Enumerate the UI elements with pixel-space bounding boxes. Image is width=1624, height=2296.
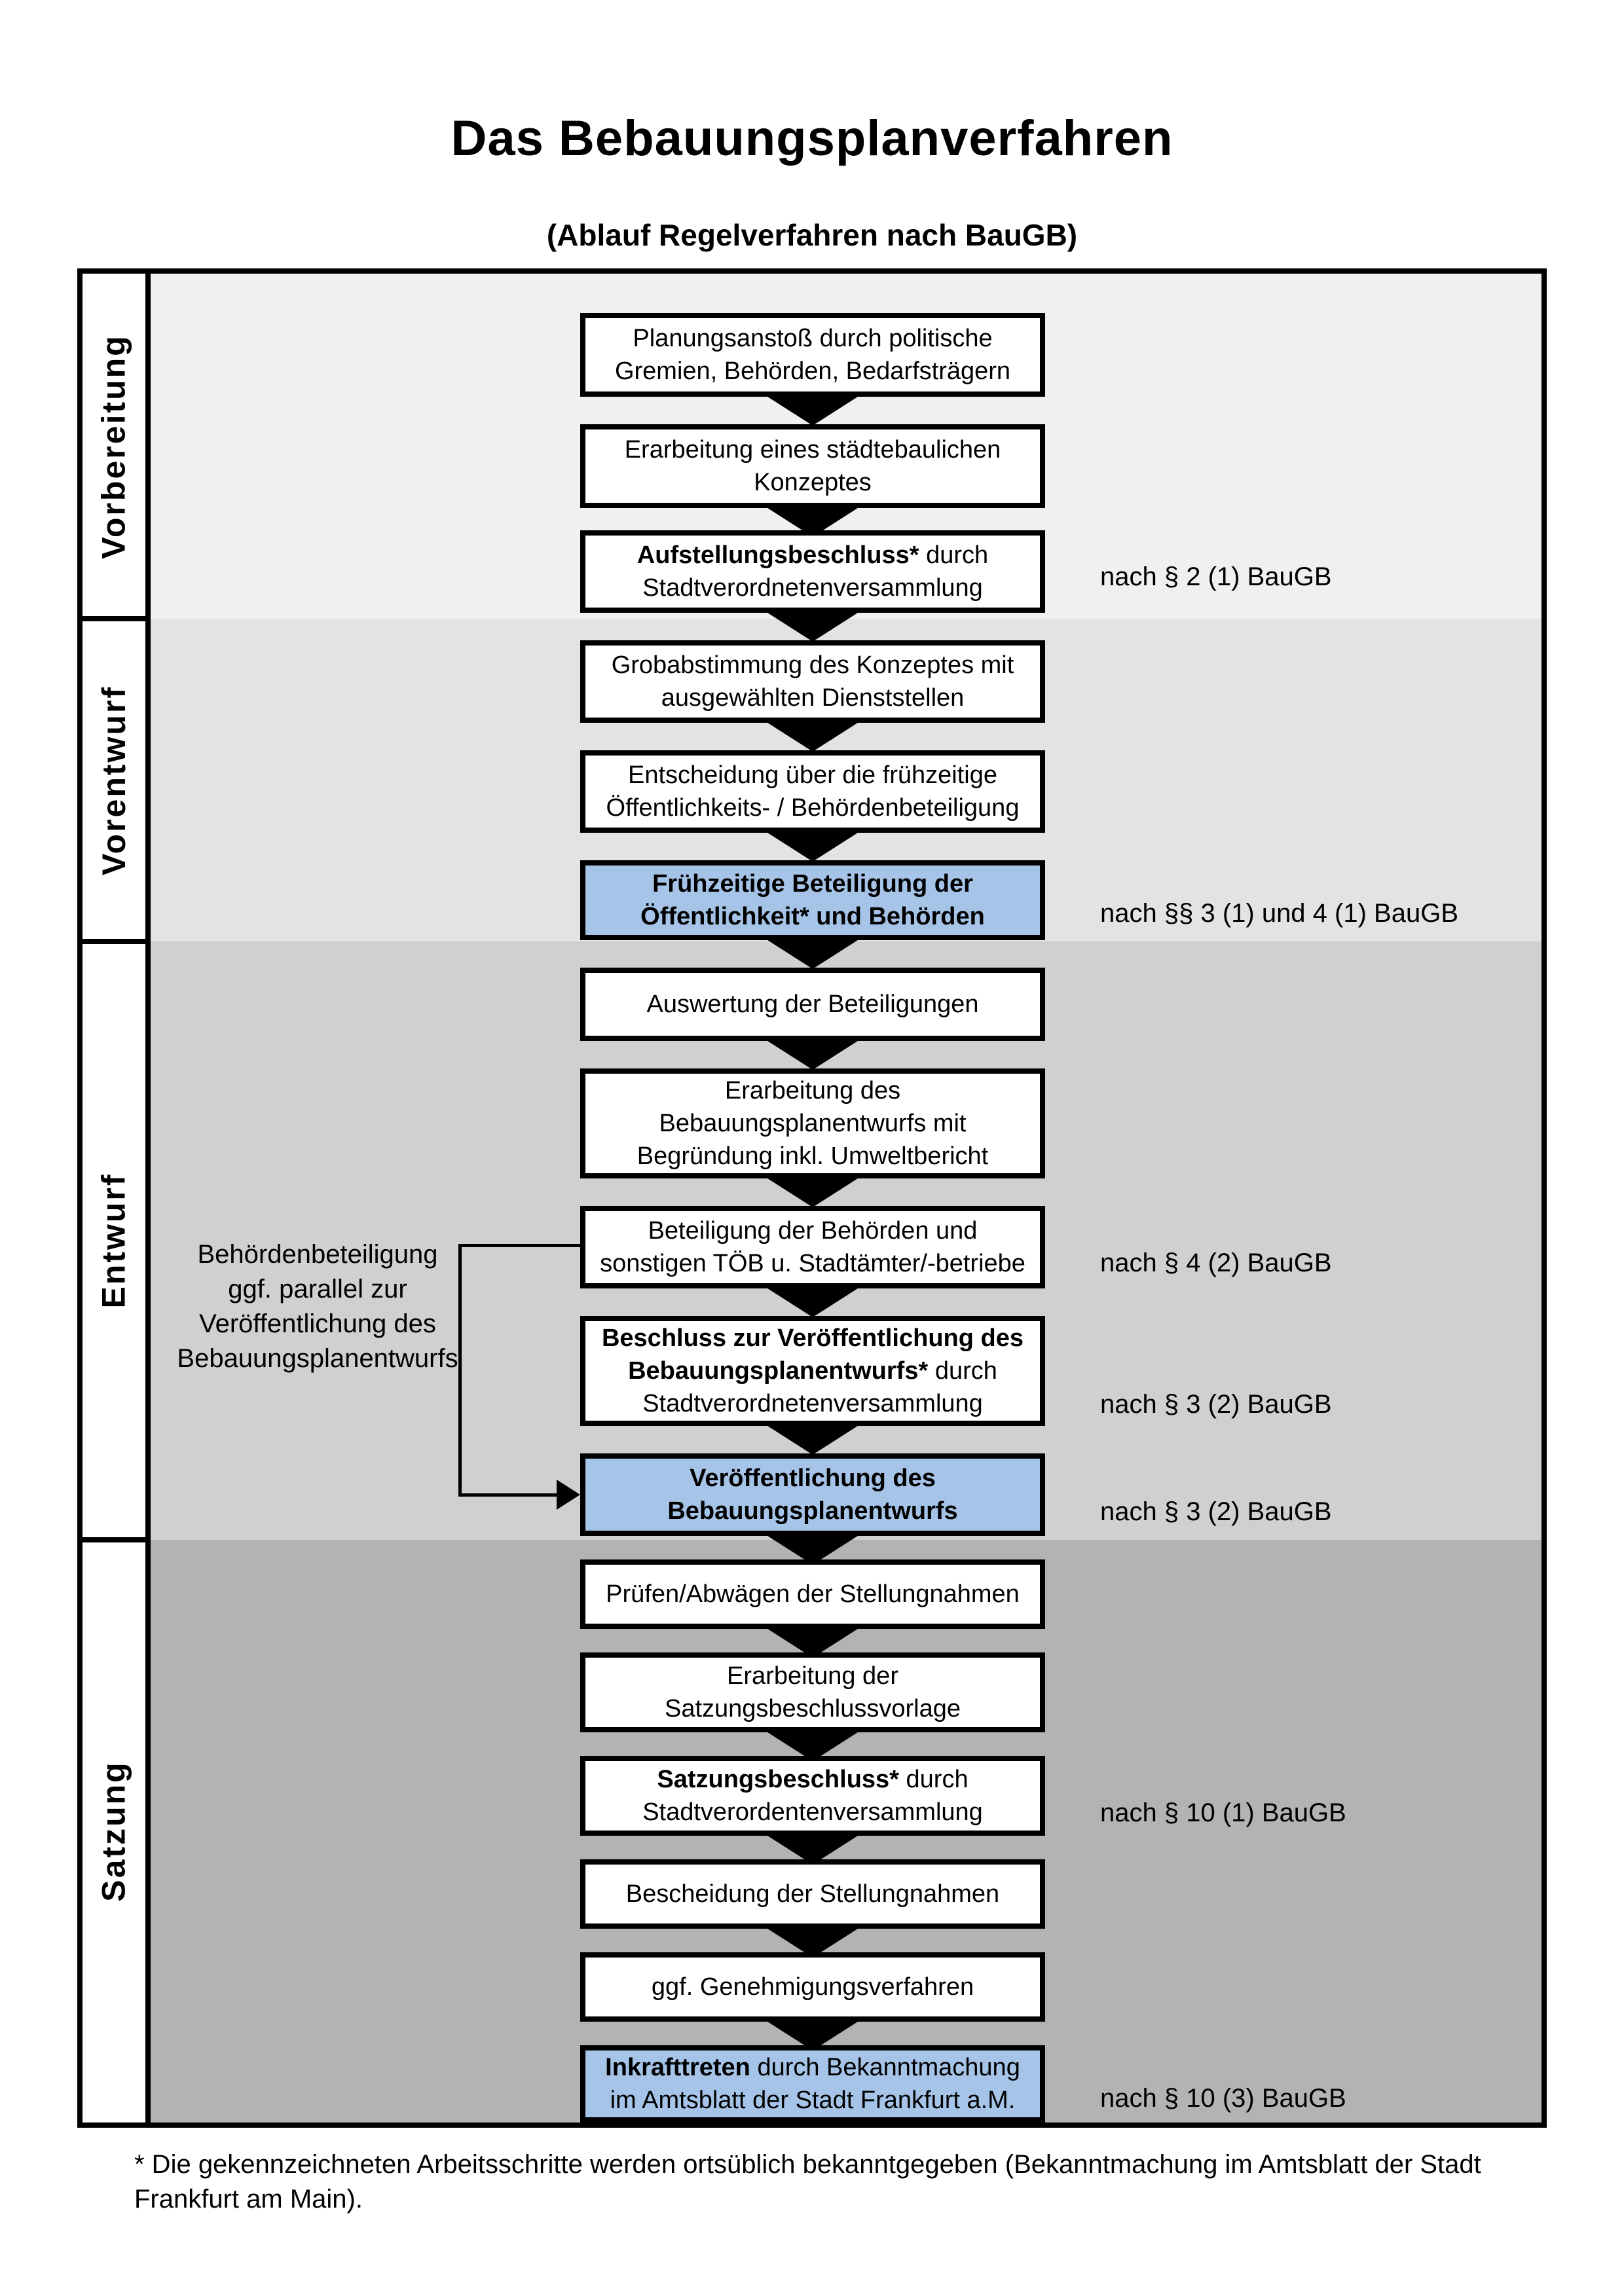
box-behoerdenbeteiligung: Beteiligung der Behörden und sonstigen T…: [580, 1206, 1045, 1288]
phase-cell-entwurf: Entwurf: [83, 941, 145, 1540]
footnote-line: Frankfurt am Main).: [134, 2185, 363, 2214]
legal-ref: nach § 4 (2) BauGB: [1100, 1248, 1332, 1277]
box-text: Gremien, Behörden, Bedarfsträgern: [614, 357, 1011, 385]
box-grobabstimmung: Grobabstimmung des Konzeptes mit ausgewä…: [580, 640, 1045, 723]
annotation-line: Bebauungsplanentwurfs: [177, 1344, 458, 1373]
arrow-down-icon: [766, 1287, 860, 1317]
diagram-frame: [77, 268, 1547, 2128]
box-text: durch: [898, 1766, 969, 1793]
phase-cell-vorbereitung: Vorbereitung: [83, 274, 145, 619]
box-text: Stadtverordentenversammlung: [642, 1798, 983, 1826]
box-text: Erarbeitung der: [727, 1662, 898, 1690]
box-text: Konzeptes: [754, 469, 872, 496]
elbow-connector-top: [458, 1244, 580, 1247]
box-text: Planungsanstoß durch politische: [633, 325, 993, 352]
page-subtitle: (Ablauf Regelverfahren nach BauGB): [546, 218, 1078, 252]
annotation-line: Behördenbeteiligung: [197, 1240, 438, 1269]
box-text: durch Bekanntmachung: [750, 2054, 1020, 2081]
box-text-bold: Bebauungsplanentwurfs: [667, 1497, 958, 1525]
arrow-down-icon: [766, 939, 860, 969]
box-text: Satzungsbeschlussvorlage: [664, 1695, 961, 1722]
arrow-down-icon: [766, 611, 860, 642]
box-text: Entscheidung über die frühzeitige: [627, 761, 998, 789]
elbow-connector-bottom: [458, 1493, 558, 1497]
legal-ref: nach §§ 3 (1) und 4 (1) BauGB: [1100, 899, 1458, 928]
legal-ref: nach § 3 (2) BauGB: [1100, 1390, 1332, 1419]
box-bescheidung: Bescheidung der Stellungnahmen: [580, 1859, 1045, 1929]
arrow-down-icon: [766, 721, 860, 752]
arrow-down-icon: [766, 1177, 860, 1207]
box-text: durch: [928, 1357, 997, 1385]
phase-cell-vorentwurf: Vorentwurf: [83, 619, 145, 941]
box-text: Erarbeitung eines städtebaulichen: [624, 436, 1001, 464]
box-inkrafttreten: Inkrafttreten durch Bekanntmachung im Am…: [580, 2045, 1045, 2123]
phase-column-divider: [145, 274, 151, 2123]
legal-ref: nach § 2 (1) BauGB: [1100, 562, 1332, 591]
box-text: Begründung inkl. Umweltbericht: [637, 1142, 989, 1170]
phase-separator: [77, 1537, 151, 1542]
legal-ref: nach § 3 (2) BauGB: [1100, 1497, 1332, 1526]
arrow-down-icon: [766, 1040, 860, 1070]
box-genehmigungsverfahren: ggf. Genehmigungsverfahren: [580, 1952, 1045, 2022]
box-text-bold: Öffentlichkeit* und Behörden: [640, 903, 985, 930]
box-veroeffentlichungsbeschluss: Beschluss zur Veröffentlichung des Bebau…: [580, 1316, 1045, 1426]
arrow-right-icon: [557, 1480, 580, 1510]
page-title: Das Bebauungsplanverfahren: [451, 111, 1173, 166]
box-aufstellungsbeschluss: Aufstellungsbeschluss* durch Stadtverord…: [580, 530, 1045, 613]
box-erarbeitung-bebauungsplanentwurf: Erarbeitung des Bebauungsplanentwurfs mi…: [580, 1068, 1045, 1178]
phase-separator: [77, 616, 151, 621]
box-text-bold: Bebauungsplanentwurfs*: [628, 1357, 929, 1385]
legal-ref: nach § 10 (1) BauGB: [1100, 1798, 1346, 1827]
legal-ref: nach § 10 (3) BauGB: [1100, 2084, 1346, 2113]
box-satzungsbeschluss: Satzungsbeschluss* durch Stadtverordente…: [580, 1756, 1045, 1836]
phase-separator: [77, 939, 151, 944]
annotation-line: Veröffentlichung des: [199, 1309, 436, 1338]
box-text-bold: Veröffentlichung des: [690, 1465, 936, 1492]
arrow-down-icon: [766, 395, 860, 426]
box-text: im Amtsblatt der Stadt Frankfurt a.M.: [610, 2086, 1016, 2114]
box-text: durch: [919, 541, 989, 569]
box-fruehzeitige-beteiligung: Frühzeitige Beteiligung der Öffentlichke…: [580, 860, 1045, 940]
box-text: Öffentlichkeits- / Behördenbeteiligung: [606, 794, 1020, 822]
box-veroeffentlichung-entwurf: Veröffentlichung des Bebauungsplanentwur…: [580, 1453, 1045, 1536]
footnote: * Die gekennzeichneten Arbeitsschritte w…: [134, 2147, 1549, 2217]
box-text-bold: Satzungsbeschluss*: [657, 1766, 899, 1793]
box-satzungsbeschlussvorlage: Erarbeitung der Satzungsbeschlussvorlage: [580, 1652, 1045, 1732]
box-pruefen-abwaegen: Prüfen/Abwägen der Stellungnahmen: [580, 1559, 1045, 1629]
box-text: Beteiligung der Behörden und: [648, 1217, 978, 1245]
box-entscheidung-beteiligung: Entscheidung über die frühzeitige Öffent…: [580, 750, 1045, 833]
box-staedtebauliches-konzept: Erarbeitung eines städtebaulichen Konzep…: [580, 424, 1045, 508]
box-text: Bescheidung der Stellungnahmen: [625, 1880, 1000, 1908]
arrow-down-icon: [766, 831, 860, 862]
box-text-bold: Beschluss zur Veröffentlichung des: [601, 1324, 1024, 1352]
box-text: Grobabstimmung des Konzeptes mit: [611, 651, 1014, 679]
phase-cell-satzung: Satzung: [83, 1540, 145, 2123]
box-text: Auswertung der Beteiligungen: [646, 991, 979, 1018]
box-text: Bebauungsplanentwurfs mit: [659, 1110, 967, 1137]
box-text-bold: Inkrafttreten: [605, 2054, 750, 2081]
elbow-connector-vertical: [458, 1244, 462, 1497]
box-text: ggf. Genehmigungsverfahren: [651, 1973, 974, 2001]
footnote-line: * Die gekennzeichneten Arbeitsschritte w…: [134, 2150, 1481, 2179]
box-text: Erarbeitung des: [724, 1077, 901, 1104]
arrow-down-icon: [766, 1425, 860, 1455]
box-planungsanstoss: Planungsanstoß durch politische Gremien,…: [580, 313, 1045, 397]
box-auswertung-beteiligungen: Auswertung der Beteiligungen: [580, 968, 1045, 1041]
box-text: ausgewählten Dienststellen: [661, 684, 965, 712]
box-text: Stadtverordnetenversammlung: [642, 574, 983, 602]
box-text: Stadtverordnetenversammlung: [642, 1390, 983, 1417]
box-text: Prüfen/Abwägen der Stellungnahmen: [606, 1580, 1020, 1608]
annotation-line: ggf. parallel zur: [228, 1275, 407, 1303]
parallel-annotation: Behördenbeteiligung ggf. parallel zur Ve…: [160, 1237, 475, 1376]
box-text-bold: Frühzeitige Beteiligung der: [652, 870, 973, 898]
box-text: sonstigen TÖB u. Stadtämter/-betriebe: [600, 1250, 1025, 1277]
box-text-bold: Aufstellungsbeschluss*: [637, 541, 919, 569]
